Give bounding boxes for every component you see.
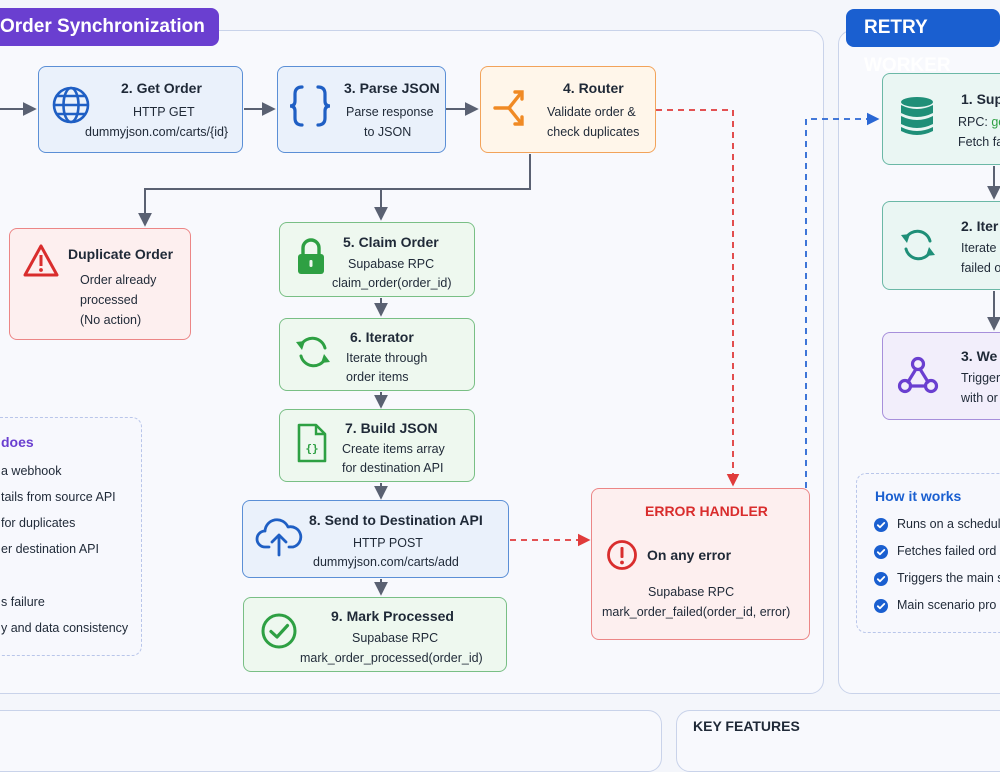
node-line: dummyjson.com/carts/add: [313, 555, 459, 569]
list-item: s failure: [1, 595, 45, 609]
list-item: er destination API: [1, 542, 99, 556]
node-send-destination[interactable]: 8. Send to Destination API HTTP POST dum…: [242, 500, 509, 578]
list-item: Main scenario pro: [897, 598, 997, 612]
node-line: HTTP POST: [353, 536, 423, 550]
node-parse-json[interactable]: 3. Parse JSON Parse response to JSON: [277, 66, 446, 153]
node-line: mark_order_processed(order_id): [300, 651, 483, 665]
check-icon: [874, 545, 888, 559]
error-handler-title: ERROR HANDLER: [645, 503, 768, 519]
list-item: tails from source API: [1, 490, 116, 504]
node-line: RPC: ge: [958, 112, 1000, 132]
how-it-works-box: How it works Runs on a schedul Fetches f…: [856, 473, 1000, 633]
what-it-does-box: does a webhook tails from source API for…: [0, 417, 142, 656]
lock-icon: [298, 238, 324, 274]
node-line: mark_order_failed(order_id, error): [602, 605, 791, 619]
node-title: 5. Claim Order: [343, 234, 439, 250]
refresh-cycle-icon: [901, 229, 935, 261]
node-line: Supabase RPC: [352, 631, 439, 645]
node-claim-order[interactable]: 5. Claim Order Supabase RPC claim_order(…: [279, 222, 475, 297]
node-line: Validate order &: [547, 105, 636, 119]
node-title: 2. Iter: [961, 218, 999, 234]
node-iterator[interactable]: 6. Iterator Iterate through order items: [279, 318, 475, 391]
cloud-upload-icon: [255, 518, 303, 557]
check-circle-icon: [261, 613, 297, 649]
node-line: processed: [80, 293, 138, 307]
main-scenario-badge: Order Synchronization: [0, 8, 219, 46]
node-line: to JSON: [364, 125, 412, 139]
node-line: Create items array: [342, 442, 445, 456]
node-title: 9. Mark Processed: [331, 608, 454, 624]
node-line: Order already: [80, 273, 157, 287]
database-icon: [901, 97, 933, 135]
list-item: for duplicates: [1, 516, 76, 530]
retry-node-supabase[interactable]: 1. Sup RPC: ge Fetch fa: [882, 73, 1000, 165]
retry-worker-badge: RETRY WORKER: [846, 9, 1000, 76]
node-line: Fetch fa: [958, 135, 1000, 149]
node-mark-processed[interactable]: 9. Mark Processed Supabase RPC mark_orde…: [243, 597, 507, 672]
node-title: 6. Iterator: [350, 329, 414, 345]
refresh-cycle-icon: [296, 336, 330, 368]
node-title: 8. Send to Destination API: [309, 512, 483, 528]
node-line: failed o: [961, 261, 1000, 275]
check-icon: [874, 518, 888, 532]
connectors: [0, 102, 1000, 596]
node-title: 1. Sup: [961, 91, 1000, 107]
check-icon: [874, 599, 888, 613]
rpc-name: ge: [991, 115, 1000, 129]
key-features-title: KEY FEATURES: [693, 718, 800, 734]
rpc-prefix: RPC:: [958, 115, 992, 129]
node-title: 2. Get Order: [121, 80, 202, 96]
what-it-does-title: does: [1, 434, 34, 450]
svg-text:{}: {}: [305, 442, 318, 455]
globe-icon: [52, 86, 90, 124]
alert-circle-icon: [607, 540, 637, 570]
node-line: with or: [961, 391, 998, 405]
node-line: dummyjson.com/carts/{id}: [85, 125, 229, 139]
node-title: 3. Parse JSON: [344, 80, 440, 96]
webhook-icon: [897, 356, 939, 394]
node-line: Trigger: [961, 371, 1000, 385]
node-line: Iterate: [961, 241, 997, 255]
list-item: Fetches failed ord: [897, 544, 997, 558]
warning-icon: [23, 244, 59, 277]
list-item: y and data consistency: [1, 621, 129, 635]
node-line: Parse response: [346, 105, 434, 119]
node-line: Supabase RPC: [648, 585, 735, 599]
list-item: a webhook: [1, 464, 62, 478]
node-title: Duplicate Order: [68, 246, 174, 262]
node-line: check duplicates: [547, 125, 640, 139]
node-line: HTTP GET: [133, 105, 195, 119]
node-title: 3. We: [961, 348, 998, 364]
json-file-icon: {}: [297, 423, 327, 463]
check-icon: [874, 572, 888, 586]
router-split-icon: [493, 90, 524, 126]
node-line: Iterate through: [346, 351, 428, 365]
node-line: (No action): [80, 313, 142, 327]
node-line: claim_order(order_id): [332, 276, 452, 290]
how-it-works-title: How it works: [875, 488, 962, 504]
node-router[interactable]: 4. Router Validate order & check duplica…: [480, 66, 656, 153]
node-line: Supabase RPC: [348, 257, 435, 271]
retry-node-iterator[interactable]: 2. Iter Iterate failed o: [882, 201, 1000, 290]
node-duplicate-order[interactable]: Duplicate Order Order already processed …: [9, 228, 191, 340]
node-get-order[interactable]: 2. Get Order HTTP GET dummyjson.com/cart…: [38, 66, 243, 153]
node-build-json[interactable]: {} 7. Build JSON Create items array for …: [279, 409, 475, 482]
error-handler-subtitle: On any error: [647, 547, 732, 563]
node-title: 4. Router: [563, 80, 624, 96]
node-title: 7. Build JSON: [345, 420, 438, 436]
retry-node-webhook[interactable]: 3. We Trigger with or: [882, 332, 1000, 420]
node-error-handler[interactable]: ERROR HANDLER On any error Supabase RPC …: [591, 488, 810, 640]
braces-icon: [289, 85, 331, 127]
list-item: Triggers the main s: [897, 571, 1000, 585]
node-line: order items: [346, 370, 409, 384]
node-line: for destination API: [342, 461, 444, 475]
list-item: Runs on a schedul: [897, 517, 1000, 531]
